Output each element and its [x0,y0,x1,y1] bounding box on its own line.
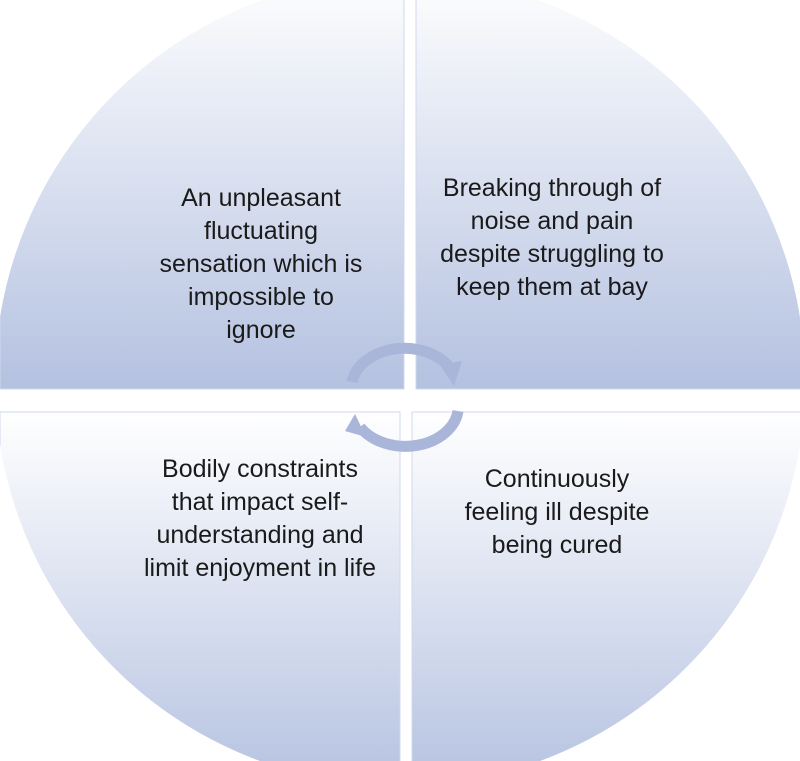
quadrant-text-top-left: An unpleasant fluctuating sensation whic… [159,184,363,344]
arrow-bottom-head [345,414,366,437]
quadrant-text-top-right: Breaking through of noise and pain despi… [440,174,664,301]
quadrant-text-bottom-left: Bodily constraints that impact self-unde… [143,455,377,582]
arrow-bottom-arc [355,409,464,452]
arrow-top-head [440,361,462,386]
quadrant-text-bottom-right: Continuously feeling ill despite being c… [464,465,650,559]
arrow-top-arc [346,342,455,384]
cycle-arrows-icon [345,342,464,452]
